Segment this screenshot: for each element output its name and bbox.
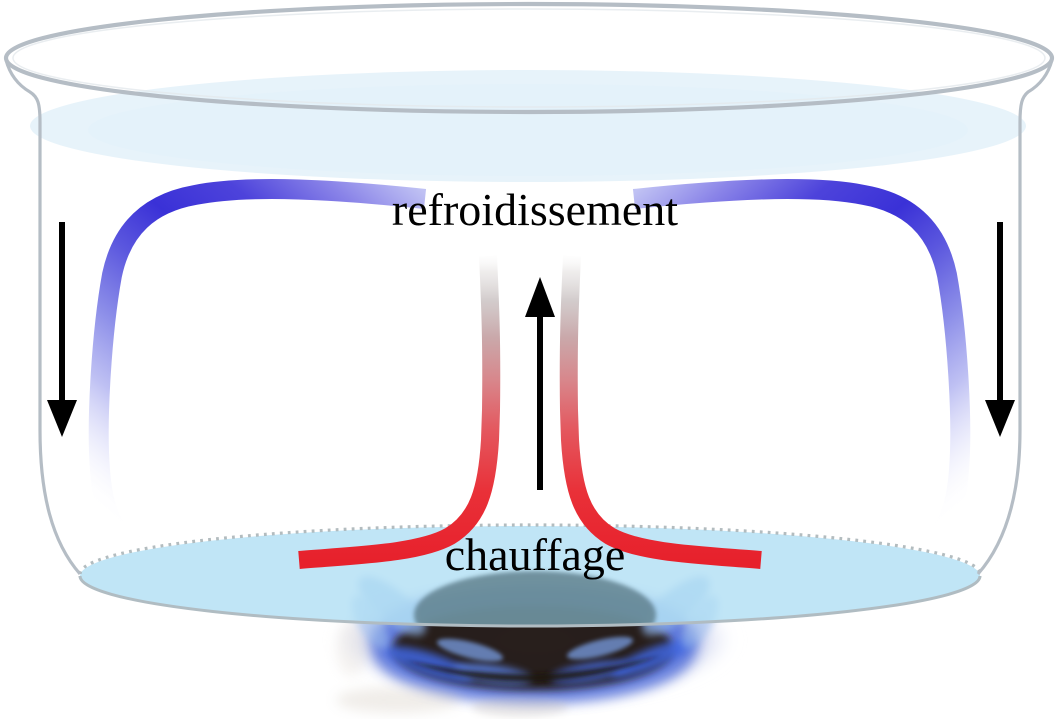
water-surface xyxy=(30,70,1026,182)
warm-current xyxy=(298,255,762,569)
cool-current xyxy=(88,179,971,557)
beaker-right-wall xyxy=(976,59,1054,576)
burner-cap xyxy=(414,571,656,626)
cool-current-left-curve xyxy=(88,179,427,557)
warm-current-right-curve xyxy=(559,255,762,569)
heating-label: chauffage xyxy=(444,529,626,580)
cool-current-right-curve xyxy=(632,179,971,557)
cooling-label: refroidissement xyxy=(391,184,679,235)
pot-bottom-edge-dotted xyxy=(78,523,982,575)
beaker-rim xyxy=(3,1,1055,115)
warm-current-left-curve xyxy=(298,255,501,569)
left-down-arrow-icon xyxy=(47,222,77,437)
beaker-left-wall xyxy=(4,59,82,576)
beaker-outline xyxy=(3,1,1055,576)
right-down-arrow-icon xyxy=(985,222,1015,437)
center-up-arrow-icon xyxy=(525,277,555,490)
pot-bottom-edge-solid xyxy=(78,575,982,628)
flow-arrows xyxy=(47,222,1015,490)
